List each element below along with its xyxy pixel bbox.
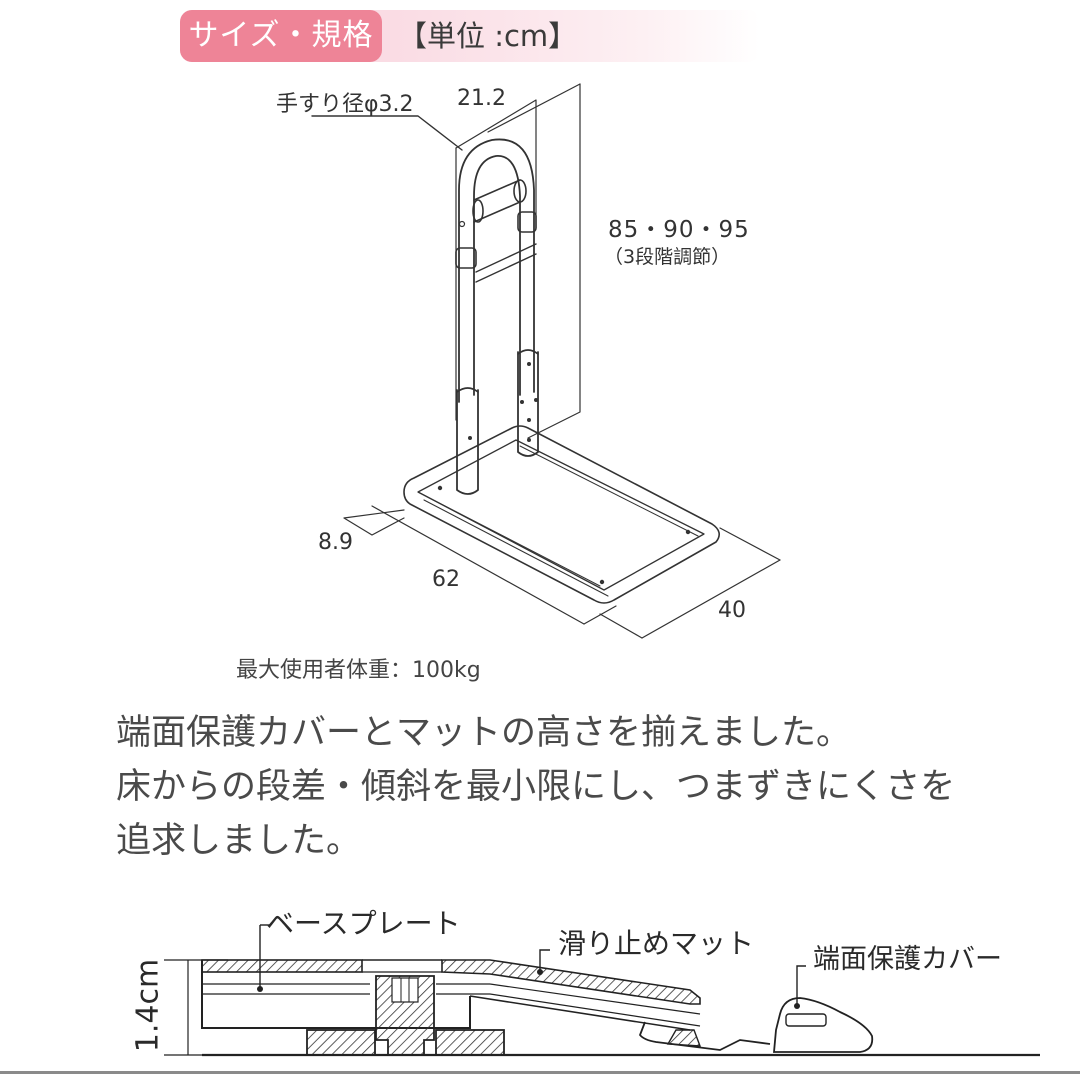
feature-description: 端面保護カバーとマットの高さを揃えました。 床からの段差・傾斜を最小限にし、つま…: [116, 706, 1036, 868]
height-adjust-note: （3段階調節）: [604, 246, 731, 268]
base-depth-label: 62: [432, 567, 460, 592]
thickness-label: 1.4cm: [130, 958, 166, 1053]
bottom-divider: [0, 1071, 1080, 1074]
section-title-badge: サイズ・規格: [180, 10, 382, 62]
anti-slip-mat-label: 滑り止めマット: [558, 927, 755, 960]
max-user-weight: 最大使用者体重：100kg: [236, 658, 481, 683]
base-width-label: 40: [718, 598, 746, 623]
description-line: 床からの段差・傾斜を最小限にし、つまずきにくさを: [116, 767, 956, 807]
edge-cover-label: 端面保護カバー: [813, 944, 1002, 975]
handrail-width-label: 21.2: [457, 86, 506, 111]
handrail-diameter-label: 手すり径φ3.2: [276, 92, 414, 117]
description-line: 端面保護カバーとマットの高さを揃えました。: [116, 713, 852, 753]
product-isometric-drawing: [311, 83, 781, 639]
base-plate-label: ベースプレート: [266, 907, 461, 940]
height-values-label: 85・90・95: [608, 217, 750, 243]
description-line: 追求しました。: [116, 821, 362, 861]
unit-label: 【単位 :cm】: [398, 19, 578, 53]
base-height-label: 8.9: [318, 530, 353, 555]
